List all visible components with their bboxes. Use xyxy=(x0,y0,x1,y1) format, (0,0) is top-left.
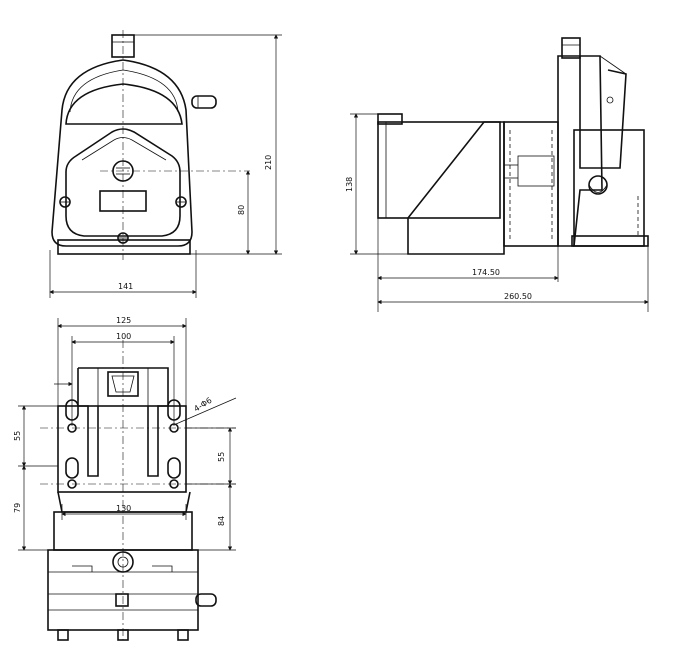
dim-hole-pitch-left: 55 xyxy=(13,431,22,441)
dim-base-130: 130 xyxy=(116,504,131,513)
pump-head-cover xyxy=(579,56,627,169)
dim-depth-260-50: 260.50 xyxy=(504,292,532,301)
dim-offset-left: 79 xyxy=(13,503,22,513)
rotor-plate xyxy=(65,128,181,237)
mounting-plate xyxy=(57,405,187,493)
inner-frame xyxy=(78,367,169,477)
pump-window xyxy=(65,83,183,125)
bottom-right-knob xyxy=(195,593,217,607)
screw-left xyxy=(59,196,71,208)
slot-left-bottom xyxy=(65,457,79,479)
dim-width-141: 141 xyxy=(118,282,133,291)
pump-base xyxy=(57,239,191,255)
motor-body xyxy=(377,121,501,219)
foot-3 xyxy=(177,629,189,641)
side-base-plate xyxy=(571,235,649,247)
bottom-center-clip xyxy=(115,593,129,607)
slanted-cover xyxy=(407,121,505,255)
side-shaft xyxy=(561,37,581,59)
side-knob xyxy=(588,175,608,195)
side-view: 138 174.50 260.50 xyxy=(345,37,649,312)
dim-hole-pitch-right: 55 xyxy=(217,452,226,462)
dim-offset-right: 84 xyxy=(217,516,226,526)
bottom-view: 125 100 4-Φ6 55 79 55 84 130 xyxy=(13,316,237,641)
screw-right xyxy=(175,196,187,208)
dim-axis-height-80: 80 xyxy=(237,205,246,215)
front-view: 210 80 141 xyxy=(49,30,282,298)
motor-cap xyxy=(377,113,403,125)
slot-right-bottom xyxy=(167,457,181,479)
side-base-frame xyxy=(573,129,645,247)
dim-hole-spec: 4-Φ6 xyxy=(192,396,213,414)
dim-inner-100: 100 xyxy=(116,332,131,341)
dim-outer-125: 125 xyxy=(116,316,131,325)
dim-height-210: 210 xyxy=(264,155,273,170)
right-knob xyxy=(191,95,217,109)
foot-1 xyxy=(57,629,69,641)
gearbox xyxy=(503,121,559,247)
pump-housing xyxy=(51,59,193,247)
dim-side-height-138: 138 xyxy=(345,177,354,192)
dim-depth-174-50: 174.50 xyxy=(472,268,500,277)
